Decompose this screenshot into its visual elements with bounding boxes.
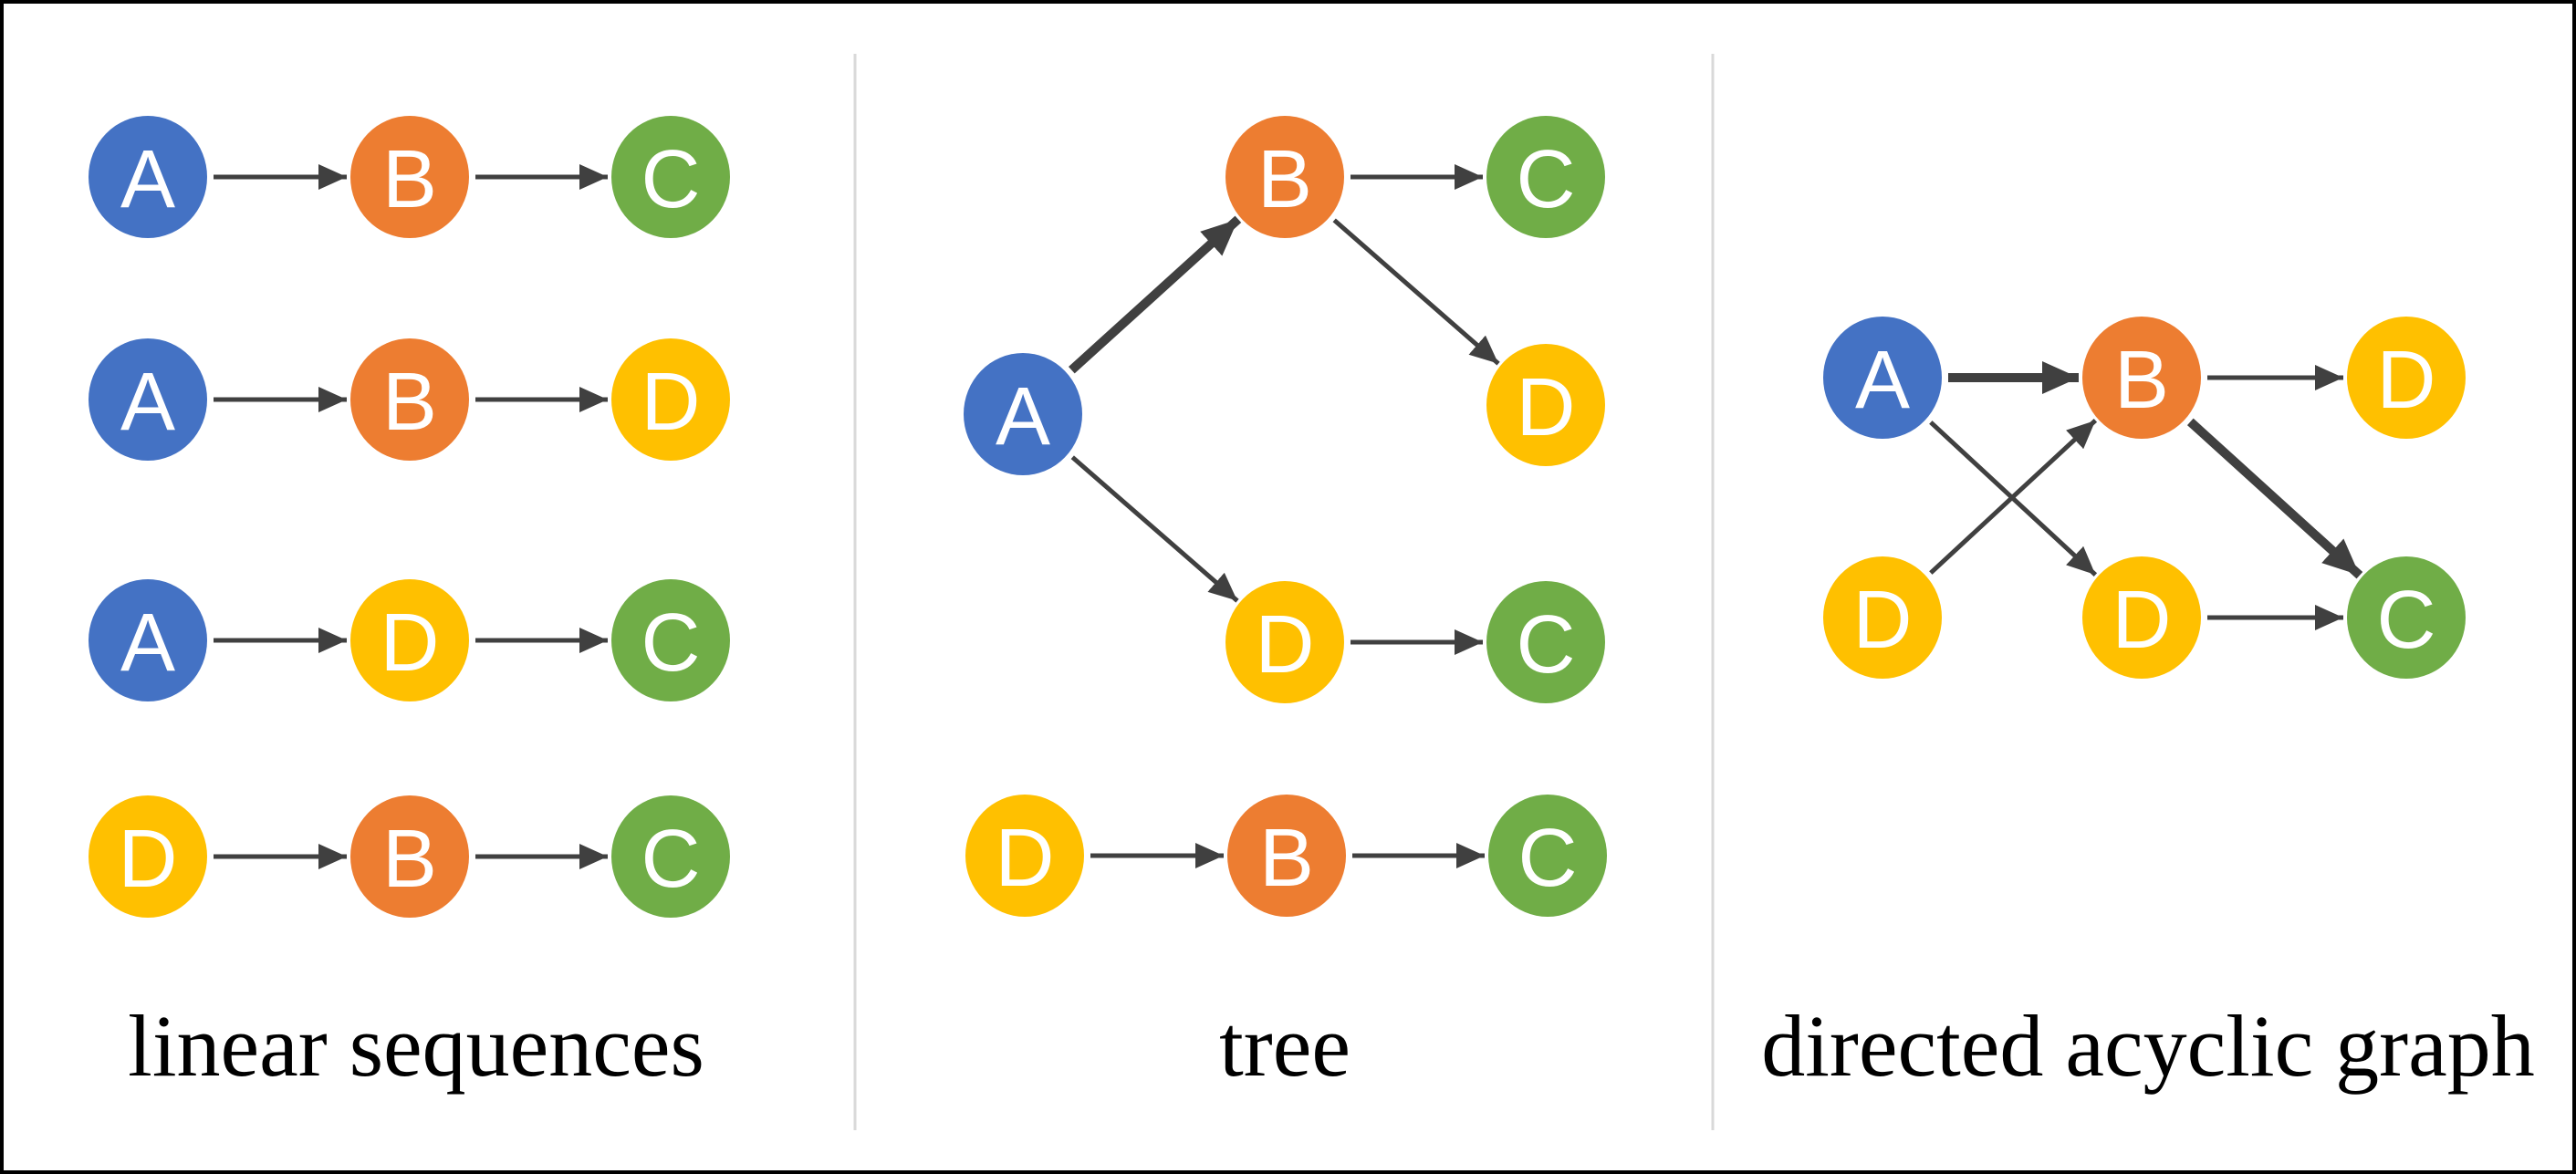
graph-node: [89, 338, 207, 461]
node-label: C: [641, 597, 701, 689]
graph-edge: [2186, 418, 2363, 579]
graph-node: [611, 116, 730, 238]
graph-node: [2082, 556, 2201, 679]
graph-node: [1486, 344, 1605, 466]
graph-node: [350, 579, 469, 701]
graph-node: [1486, 581, 1605, 703]
panel-label-tree: tree: [1219, 997, 1351, 1095]
node-label: A: [996, 371, 1050, 462]
graph-edge: [1332, 218, 1500, 366]
graph-node: [89, 579, 207, 701]
graph-edge: [1069, 215, 1242, 374]
node-label: B: [382, 134, 437, 225]
graph-node: [611, 795, 730, 918]
panel-dividers: [853, 54, 1715, 1130]
graph-node: [1486, 116, 1605, 238]
node-label: D: [2112, 575, 2172, 666]
node-label: A: [1855, 335, 1910, 426]
node-label: A: [120, 134, 175, 225]
graph-node: [350, 116, 469, 238]
graph-node: [1823, 556, 1942, 679]
graph-node: [350, 795, 469, 918]
node-label: C: [2377, 575, 2436, 666]
graph-node: [611, 338, 730, 461]
node-label: D: [641, 357, 701, 448]
graph-node: [1227, 795, 1346, 917]
panel-label-directed-acyclic-graph: directed acyclic graph: [1761, 997, 2535, 1095]
node-label: D: [381, 597, 440, 689]
graph-diagram: A B C A B D A D C D B C A B C D D C D B C A B D D D C: [89, 54, 2466, 1130]
graph-edge: [1070, 455, 1239, 603]
node-label: C: [641, 134, 701, 225]
graph-node: [89, 116, 207, 238]
graph-node: [1823, 317, 1942, 439]
node-label: B: [2114, 335, 2169, 426]
graph-node: [964, 353, 1082, 475]
node-label: C: [1517, 599, 1576, 691]
node-label: D: [1256, 599, 1315, 691]
graph-node: [2347, 317, 2466, 439]
graph-node: [1488, 795, 1607, 917]
node-label: D: [996, 813, 1055, 904]
node-label: D: [119, 814, 178, 905]
graph-node: [1225, 116, 1344, 238]
node-label: D: [1517, 362, 1576, 453]
node-label: D: [2377, 335, 2436, 426]
node-label: B: [382, 357, 437, 448]
graph-node: [2082, 317, 2201, 439]
graph-node: [611, 579, 730, 701]
node-label: A: [120, 597, 175, 689]
graph-edge: [1929, 419, 2098, 575]
node-label: B: [1259, 813, 1314, 904]
node-label: C: [1518, 813, 1578, 904]
graph-node: [1225, 581, 1344, 703]
graph-node: [350, 338, 469, 461]
node-label: C: [1517, 134, 1576, 225]
panel-label-linear-sequences: linear sequences: [128, 997, 704, 1095]
graph-nodes: A B C A B D A D C D B C A B C D D C D B C A B D D D C: [89, 116, 2466, 918]
graph-node: [2347, 556, 2466, 679]
graph-edges: [214, 164, 2363, 869]
node-label: B: [382, 814, 437, 905]
node-label: B: [1257, 134, 1312, 225]
node-label: D: [1853, 575, 1913, 666]
node-label: C: [641, 814, 701, 905]
node-label: A: [120, 357, 175, 448]
graph-node: [965, 795, 1084, 917]
graph-node: [89, 795, 207, 918]
